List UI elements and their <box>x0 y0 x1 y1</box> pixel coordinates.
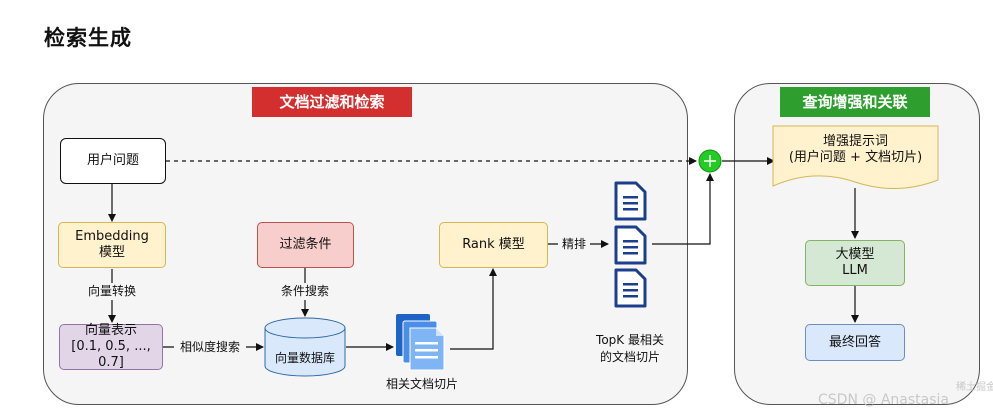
merge-plus-icon <box>698 149 722 173</box>
fine-rank-label: 精排 <box>558 236 590 253</box>
topk-label: TopK 最相关 的文档切片 <box>596 333 664 364</box>
embedding-model-node: Embedding 模型 <box>58 222 166 268</box>
similarity-search-label: 相似度搜索 <box>174 339 246 356</box>
condition-search-label: 条件搜索 <box>274 283 336 300</box>
stacked-documents-icon <box>396 314 445 371</box>
filter-condition-node: 过滤条件 <box>257 222 354 268</box>
document-icon <box>614 268 647 308</box>
query-enhance-panel-title: 查询增强和关联 <box>780 87 930 117</box>
document-icon <box>614 225 647 265</box>
vector-db-label: 向量数据库 <box>274 351 335 365</box>
watermark: CSDN @ Anastasia <box>818 392 949 408</box>
vector-representation-node: 向量表示 [0.1, 0.5, ..., 0.7] <box>59 323 163 370</box>
rank-model-node: Rank 模型 <box>439 222 548 268</box>
filter-retrieve-panel-title: 文档过滤和检索 <box>252 87 412 117</box>
document-icon <box>614 181 647 221</box>
vector-db-cylinder <box>264 317 346 377</box>
llm-node: 大模型 LLM <box>805 240 905 286</box>
page-title: 检索生成 <box>44 26 132 50</box>
prompt-shape <box>772 125 939 189</box>
enhanced-prompt-node: 增强提示词 (用户问题 + 文档切片) <box>788 134 923 165</box>
edge-topk-to-merge <box>652 173 714 245</box>
vector-convert-label: 向量转换 <box>80 283 144 300</box>
related-chunks-label: 相关文档切片 <box>385 377 458 391</box>
watermark-small: 稀土掘金 <box>956 382 993 393</box>
user-query-node: 用户问题 <box>60 138 166 184</box>
final-answer-node: 最终回答 <box>805 324 905 361</box>
edge-chunks-to-rank <box>450 268 497 350</box>
